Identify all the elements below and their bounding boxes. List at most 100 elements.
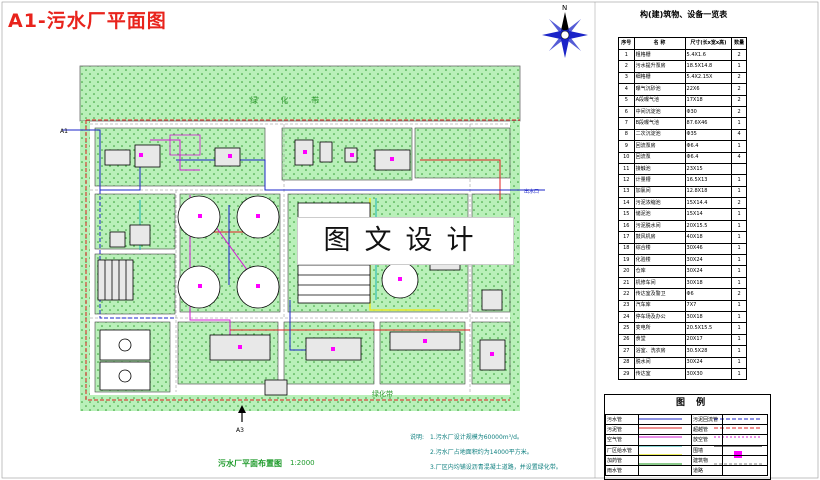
structure-name: 计量槽 xyxy=(633,174,686,187)
structure-name: 脱水间 xyxy=(633,356,686,369)
watermark: 图文设计 xyxy=(297,217,514,265)
row-number: 18 xyxy=(618,242,635,256)
legend-table: 污水管污泥回流管污泥管超越管空气管放空管厂区给水管围墙加药管建筑物雨水管道路 xyxy=(605,413,768,477)
outlet-label: 出水口 xyxy=(524,188,539,195)
entrance-label-top: A1 xyxy=(60,128,68,135)
row-number: 23 xyxy=(618,299,635,313)
legend-item-label: 厂区给水管 xyxy=(605,444,639,456)
structure-name: 曝气沉砂池 xyxy=(633,83,686,96)
structure-qty: 1 xyxy=(731,219,747,233)
row-number: 21 xyxy=(618,276,635,290)
structure-size: 30X18 xyxy=(684,310,733,324)
structure-name: 传达室 xyxy=(633,367,686,381)
structure-size: 30X30 xyxy=(684,367,733,381)
structure-name: 综合楼 xyxy=(633,242,686,256)
plan-scale: 1:2000 xyxy=(290,459,315,467)
row-number: 14 xyxy=(618,197,635,210)
structure-qty: 1 xyxy=(731,322,747,335)
structure-size: 16.5X13 xyxy=(684,174,733,187)
structure-name: 储泥池 xyxy=(633,208,686,221)
structure-size: 22X6 xyxy=(684,83,733,96)
legend-row: 污泥管超越管 xyxy=(605,424,768,436)
structure-qty: 1 xyxy=(731,299,747,313)
entrance-arrow-icon xyxy=(238,405,246,422)
row-number: 8 xyxy=(618,128,635,142)
structure-size: 20X17 xyxy=(684,333,733,347)
legend-symbol xyxy=(638,454,692,466)
structure-qty: 1 xyxy=(731,276,747,290)
legend-row: 厂区给水管 围墙 xyxy=(605,444,768,456)
structure-size: 20.5X15.5 xyxy=(684,322,733,335)
row-number: 10 xyxy=(618,151,635,164)
structure-size: 30X18 xyxy=(684,276,733,290)
structure-size: Φ6.4 xyxy=(684,151,733,164)
structure-qty: 2 xyxy=(731,71,747,85)
col-header-no: 序号 xyxy=(618,37,635,50)
legend-item-label: 加药管 xyxy=(605,454,639,466)
structure-name: 细格栅 xyxy=(633,71,686,85)
row-number: 15 xyxy=(618,208,635,221)
structure-size: Φ30 xyxy=(684,105,733,119)
row-number: 1 xyxy=(618,48,635,62)
row-number: 22 xyxy=(618,288,635,301)
structure-qty: 2 xyxy=(731,83,747,96)
structure-name: 污泥脱水间 xyxy=(633,219,686,233)
row-number: 20 xyxy=(618,265,635,278)
legend-symbol xyxy=(722,454,768,466)
legend-symbol xyxy=(638,424,692,436)
plan-caption: 污水厂平面布置图 xyxy=(218,459,282,468)
green-belt-label-top: 绿 化 带 xyxy=(250,95,329,105)
structure-size: 15X14 xyxy=(684,208,733,221)
structure-qty: 2 xyxy=(731,94,747,107)
structure-name: B段曝气池 xyxy=(633,117,686,130)
note-3: 3.厂区内均铺设沥青混凝土道路，并设置绿化带。 xyxy=(430,464,562,471)
legend-item-label: 围墙 xyxy=(691,444,723,456)
structure-size: 5.4X2.15X xyxy=(684,71,733,85)
structure-qty: 1 xyxy=(731,333,747,347)
structure-size: 20X15.5 xyxy=(684,219,733,233)
structure-qty: 1 xyxy=(731,356,747,369)
structure-name: 中间沉淀池 xyxy=(633,105,686,119)
notes-label: 说明: xyxy=(410,434,425,441)
legend-row: 加药管建筑物 xyxy=(605,454,768,466)
row-number: 7 xyxy=(618,117,635,130)
entrance-label-bottom: A3 xyxy=(236,427,244,434)
structure-qty: 4 xyxy=(731,128,747,142)
structure-name: 二次沉淀池 xyxy=(633,128,686,142)
row-number: 3 xyxy=(618,71,635,85)
structure-qty: 2 xyxy=(731,288,747,301)
structure-name: 浴室、洗衣房 xyxy=(633,345,686,358)
legend-table-body: 污水管污泥回流管污泥管超越管空气管放空管厂区给水管围墙加药管建筑物雨水管道路 xyxy=(605,413,768,477)
row-number: 19 xyxy=(618,254,635,267)
structure-qty: 2 xyxy=(731,48,747,62)
legend-symbol xyxy=(638,413,692,426)
structure-name: 接触池 xyxy=(633,162,686,176)
legend-item-label: 污泥管 xyxy=(605,424,639,436)
row-number: 28 xyxy=(618,356,635,369)
drawing-title: A1-污水厂平面图 xyxy=(8,10,167,32)
row-number: 12 xyxy=(618,174,635,187)
structure-size: 30X46 xyxy=(684,242,733,256)
structure-name: 机修车间 xyxy=(633,276,686,290)
structure-name: 传达室及警卫 xyxy=(633,288,686,301)
row-number: 17 xyxy=(618,231,635,244)
legend-title: 图 例 xyxy=(676,398,710,408)
structure-qty: 1 xyxy=(731,117,747,130)
structure-qty: 1 xyxy=(731,231,747,244)
